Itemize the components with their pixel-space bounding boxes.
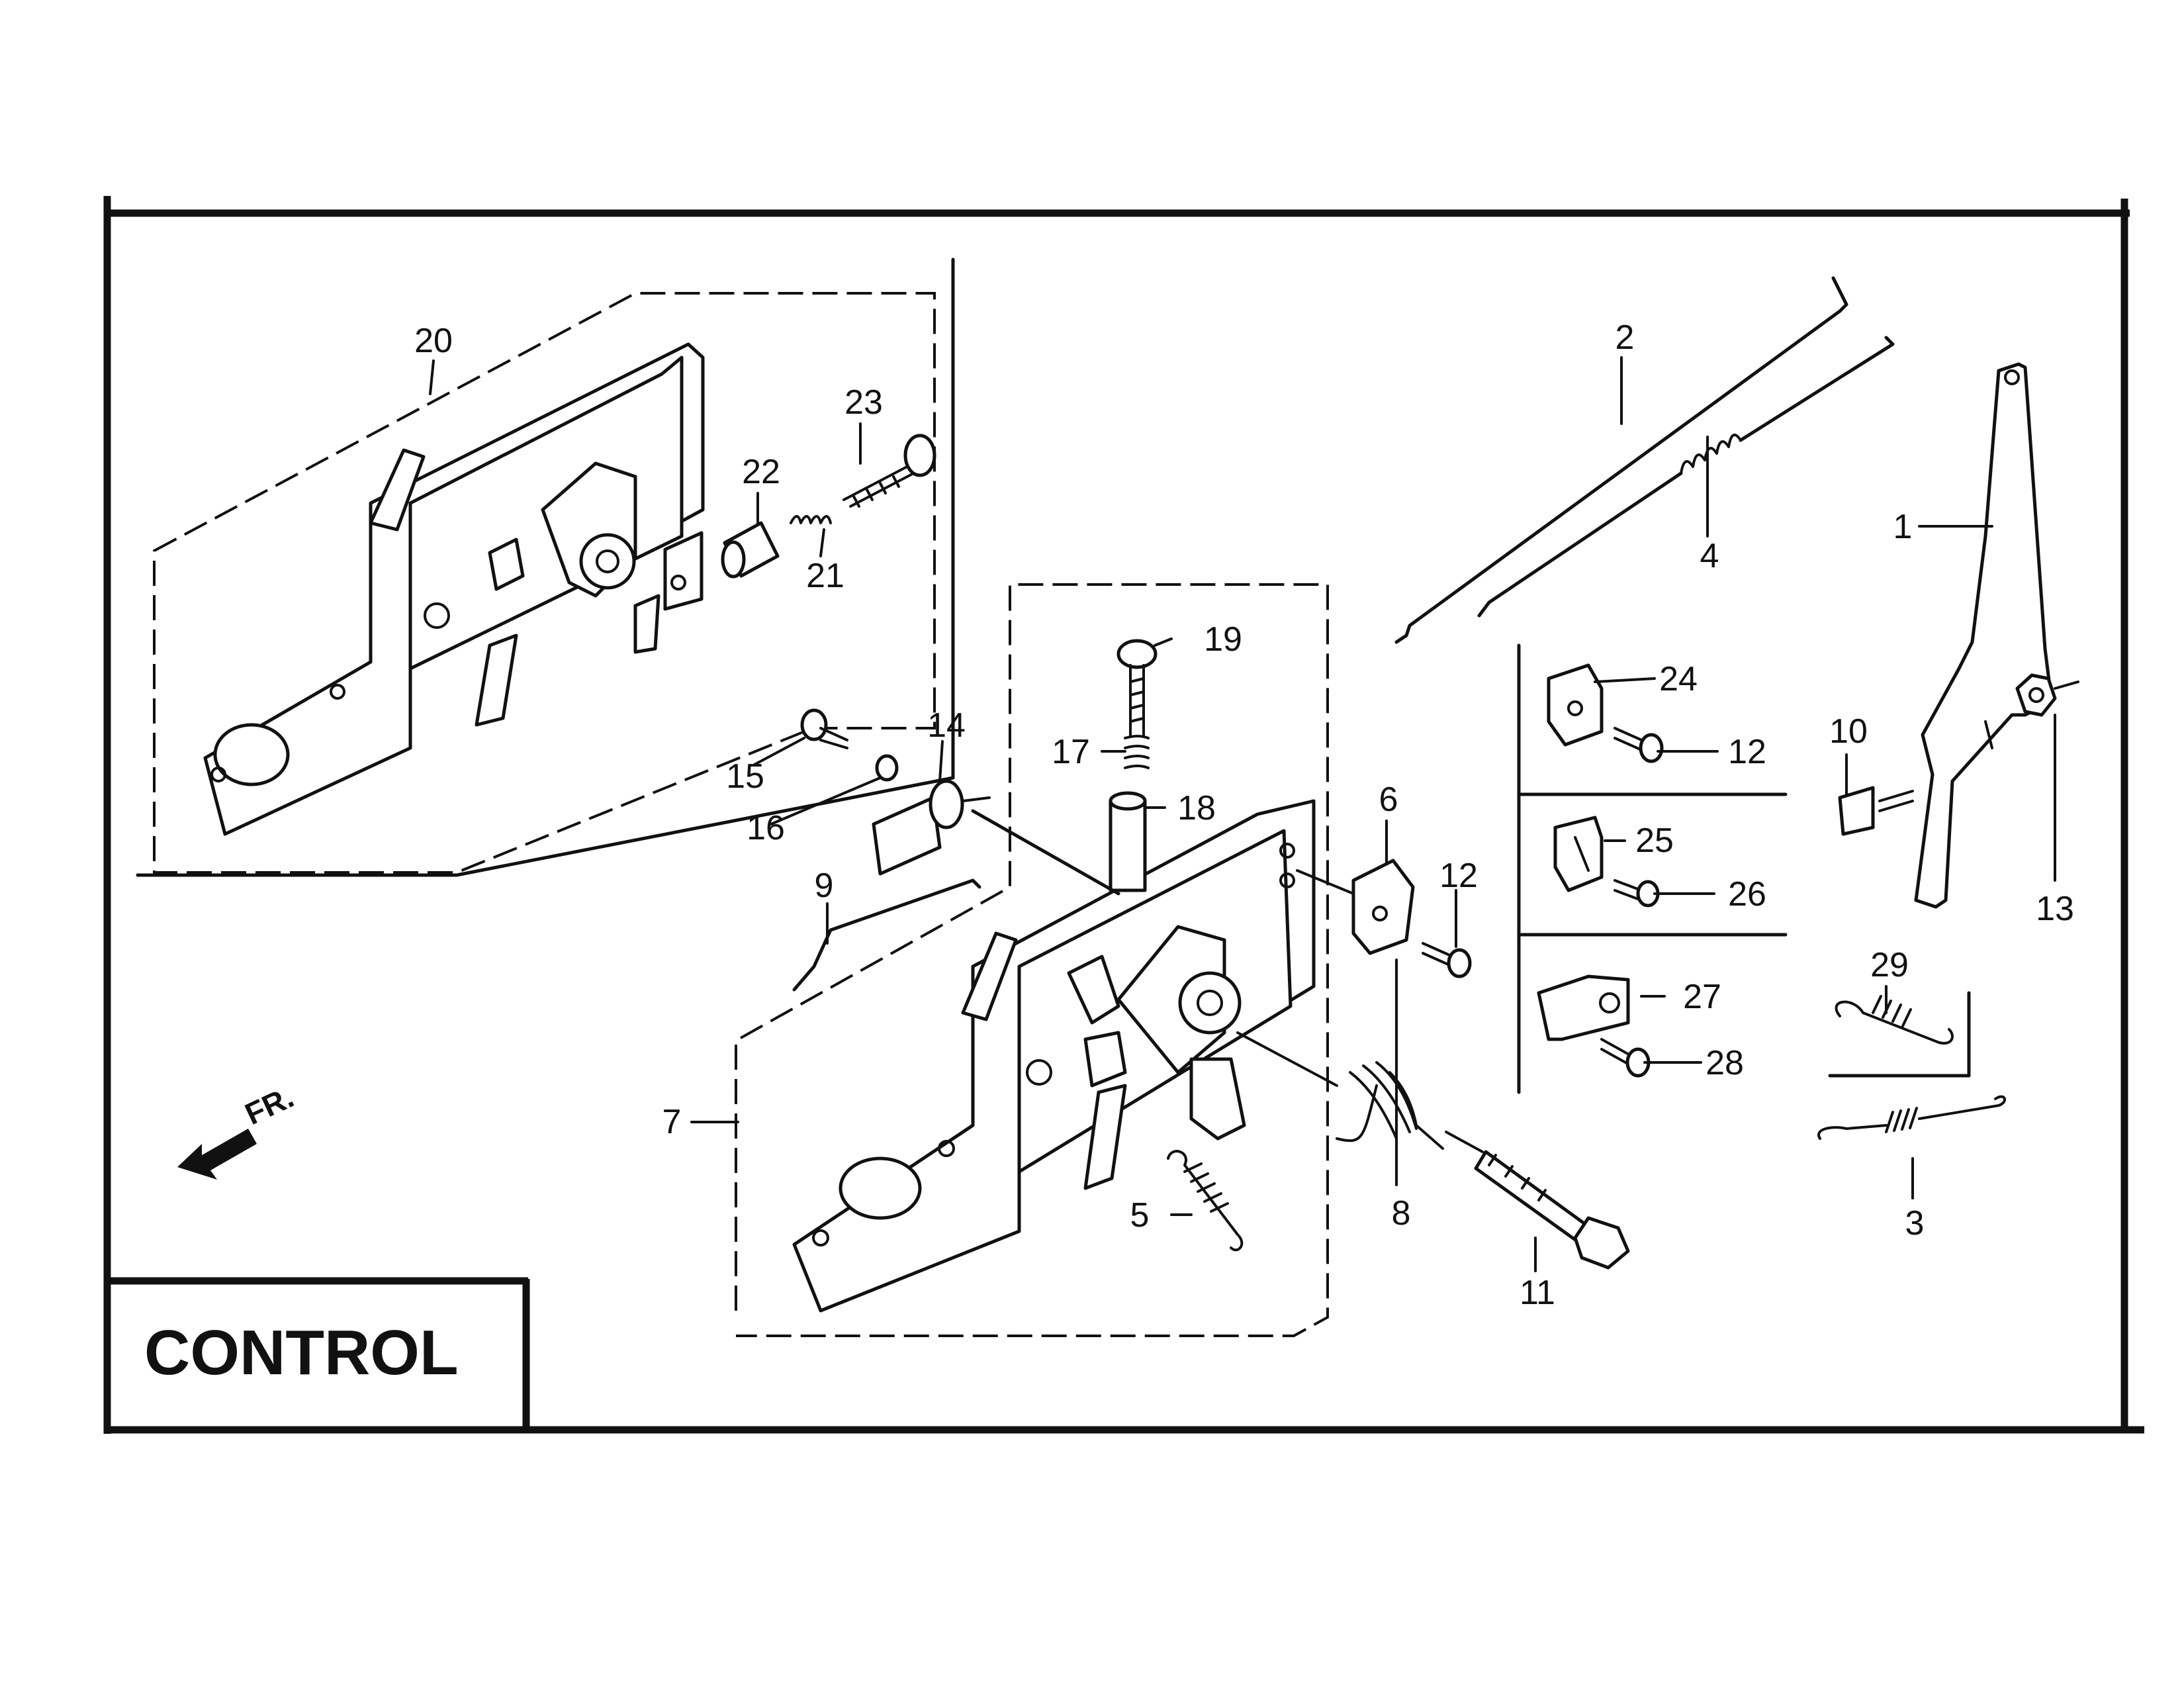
screw-15 — [800, 708, 848, 749]
bolt-10 — [1838, 786, 1914, 836]
callout-18: 18 — [1177, 789, 1216, 827]
callout-12: 12 — [1728, 733, 1766, 771]
callout-14: 14 — [927, 706, 966, 745]
callout-17: 17 — [1052, 733, 1090, 771]
screw-28 — [1600, 1038, 1651, 1078]
callout-21: 21 — [806, 557, 844, 595]
callout-25: 25 — [1635, 821, 1674, 860]
callout-6: 6 — [1379, 780, 1398, 819]
holder-24 — [1547, 663, 1604, 747]
collar-18 — [1109, 791, 1147, 892]
rod-2 — [1394, 276, 1848, 644]
callout-8: 8 — [1392, 1194, 1411, 1233]
control-base-assembly-7 — [735, 583, 1329, 1337]
spring-17 — [1124, 735, 1150, 769]
callout-23: 23 — [844, 383, 883, 422]
callout-12-upper: 12 — [1439, 857, 1478, 895]
diagram-title: CONTROL — [144, 1317, 459, 1388]
spring-3 — [1817, 1095, 2006, 1140]
callout-27: 27 — [1683, 978, 1721, 1016]
callout-4: 4 — [1700, 537, 1719, 575]
callout-13: 13 — [2036, 890, 2074, 928]
spring-5 — [1167, 1150, 1244, 1252]
callout-26: 26 — [1728, 875, 1766, 914]
callout-19: 19 — [1204, 620, 1242, 659]
callout-9: 9 — [815, 867, 834, 905]
holder-27 — [1537, 974, 1630, 1041]
callout-22: 22 — [742, 453, 780, 491]
spring-21 — [790, 515, 832, 524]
spring-8 — [1236, 1031, 1444, 1150]
nut-13 — [2015, 673, 2079, 717]
front-direction-label: FR. — [240, 1080, 298, 1131]
holder-6 — [1296, 859, 1415, 955]
diagram-frame — [103, 196, 2144, 1434]
front-direction-arrow: FR. — [177, 1080, 298, 1180]
leader-lines — [429, 356, 2056, 1272]
variant-divider — [1517, 643, 1788, 1094]
screw-19 — [1116, 639, 1158, 736]
screw-12-holder — [1422, 942, 1472, 978]
spring-29 — [1828, 991, 1971, 1078]
title-box: CONTROL — [107, 1277, 530, 1430]
control-base-assembly-20 — [136, 258, 955, 877]
collar-22 — [721, 521, 780, 579]
callout-28: 28 — [1706, 1044, 1744, 1082]
callout-1: 1 — [1893, 508, 1913, 546]
callout-labels: 20 22 21 23 2 4 1 19 17 18 15 16 14 9 7 … — [414, 318, 2074, 1312]
callout-16: 16 — [747, 809, 785, 847]
washer-16 — [875, 754, 899, 782]
rod-9 — [792, 878, 981, 992]
bolt-11 — [1445, 1131, 1630, 1270]
callout-11: 11 — [1520, 1274, 1555, 1312]
callout-15: 15 — [726, 757, 764, 796]
callout-10: 10 — [1829, 712, 1868, 751]
switch-14 — [872, 779, 1120, 896]
screw-23 — [842, 434, 936, 508]
governor-arm-1 — [1914, 362, 2054, 909]
screw-26 — [1614, 879, 1660, 908]
callout-24: 24 — [1659, 660, 1698, 698]
rod-4 — [1477, 336, 1895, 618]
callout-5: 5 — [1130, 1196, 1150, 1235]
screw-12-holder-24 — [1614, 727, 1664, 763]
callout-3: 3 — [1905, 1204, 1925, 1243]
holder-25 — [1553, 816, 1604, 892]
callout-20: 20 — [414, 322, 453, 360]
callout-29: 29 — [1870, 946, 1909, 984]
callout-7: 7 — [662, 1103, 682, 1141]
callout-2: 2 — [1615, 318, 1635, 357]
